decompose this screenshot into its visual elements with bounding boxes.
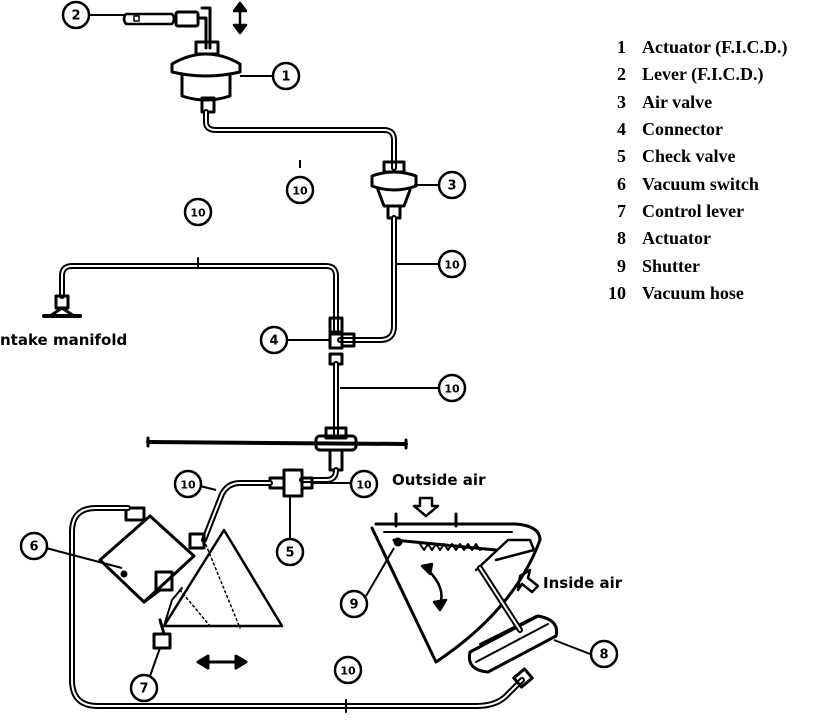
legend-number: 3: [617, 91, 626, 112]
callout-10-c: 10: [292, 185, 308, 198]
callout-circle-1: [271, 61, 301, 91]
callout-6: 6: [29, 540, 38, 555]
inside-air-arrow: [516, 568, 540, 594]
callout-1: 1: [281, 70, 290, 85]
legend-item: 10 Vacuum hose: [596, 280, 788, 307]
legend-text: Lever (F.I.C.D.): [642, 64, 764, 85]
callout-circle-10d: [437, 373, 467, 403]
intake-manifold-hose: [42, 257, 339, 333]
shutter-arrow: [420, 562, 448, 612]
callout-circle-10c: [285, 175, 315, 205]
callout-circle-10b: [183, 197, 213, 227]
leftright-arrow: [196, 654, 248, 670]
legend-item: 6 Vacuum switch: [596, 170, 788, 197]
ficd-lever: [122, 6, 212, 50]
legend-text: Vacuum switch: [642, 173, 759, 194]
callout-10-g: 10: [340, 665, 356, 678]
firewall: [146, 426, 408, 472]
callout-10-e: 10: [180, 479, 196, 492]
legend-text: Vacuum hose: [642, 282, 744, 303]
legend-item: 8 Actuator: [596, 225, 788, 252]
hose-1-3: [203, 109, 397, 171]
legend-item: 5 Check valve: [596, 143, 788, 170]
callout-3: 3: [447, 179, 456, 194]
callout-2: 2: [71, 9, 80, 24]
outside-air-arrow: [412, 496, 440, 518]
vacuum-switch: [98, 506, 206, 604]
legend-text: Check valve: [642, 146, 736, 167]
actuator: [467, 565, 559, 674]
callout-circle-10e: [173, 469, 203, 499]
callout-10-a: 10: [444, 259, 460, 272]
callout-circle-7: [129, 673, 159, 703]
legend-number: 2: [617, 64, 626, 85]
legend-item: 9 Shutter: [596, 252, 788, 279]
legend-text: Air valve: [642, 91, 713, 112]
parts-legend: 1 Actuator (F.I.C.D.) 2 Lever (F.I.C.D.) 3…: [596, 34, 788, 307]
ficd-actuator: [170, 40, 242, 114]
callout-circle-3: [437, 170, 467, 200]
callout-circle-10a: [437, 249, 467, 279]
callout-10-d: 10: [444, 383, 460, 396]
legend-text: Connector: [642, 119, 723, 140]
legend-item: 7 Control lever: [596, 198, 788, 225]
callout-circle-2: [61, 0, 91, 30]
callout-10-b: 10: [190, 207, 206, 220]
intake-manifold-label: ntake manifold: [0, 331, 128, 349]
callout-8: 8: [599, 648, 608, 663]
callout-9: 9: [349, 598, 358, 613]
callout-circle-10f: [349, 469, 379, 499]
legend-text: Actuator (F.I.C.D.): [642, 37, 788, 58]
legend-number: 5: [617, 146, 626, 167]
legend-text: Shutter: [642, 255, 700, 276]
control-lever: [152, 528, 284, 650]
callout-circle-8: [589, 639, 619, 669]
legend-number: 6: [617, 173, 626, 194]
legend-number: 1: [617, 37, 626, 58]
callout-4: 4: [269, 334, 278, 349]
callout-circle-9: [339, 589, 369, 619]
legend-number: 4: [617, 119, 626, 140]
callout-circle-5: [275, 537, 305, 567]
legend-item: 4 Connector: [596, 116, 788, 143]
legend-number: 7: [617, 200, 626, 221]
connector: [328, 316, 356, 366]
callout-circle-10g: [333, 655, 363, 685]
callout-7: 7: [139, 682, 148, 697]
legend-item: 1 Actuator (F.I.C.D.): [596, 34, 788, 61]
updown-arrow: [232, 1, 248, 35]
callout-10-f: 10: [356, 479, 372, 492]
legend-item: 2 Lever (F.I.C.D.): [596, 61, 788, 88]
callout-5: 5: [285, 546, 294, 561]
legend-number: 9: [617, 255, 626, 276]
inside-air-label: Inside air: [543, 574, 623, 592]
legend-item: 3 Air valve: [596, 89, 788, 116]
callout-circle-6: [19, 531, 49, 561]
callout-circle-4: [259, 325, 289, 355]
legend-text: Actuator: [642, 228, 711, 249]
air-box: [370, 512, 542, 664]
legend-text: Control lever: [642, 200, 745, 221]
legend-number: 10: [608, 282, 626, 303]
outside-air-label: Outside air: [392, 471, 486, 489]
legend-number: 8: [617, 228, 626, 249]
